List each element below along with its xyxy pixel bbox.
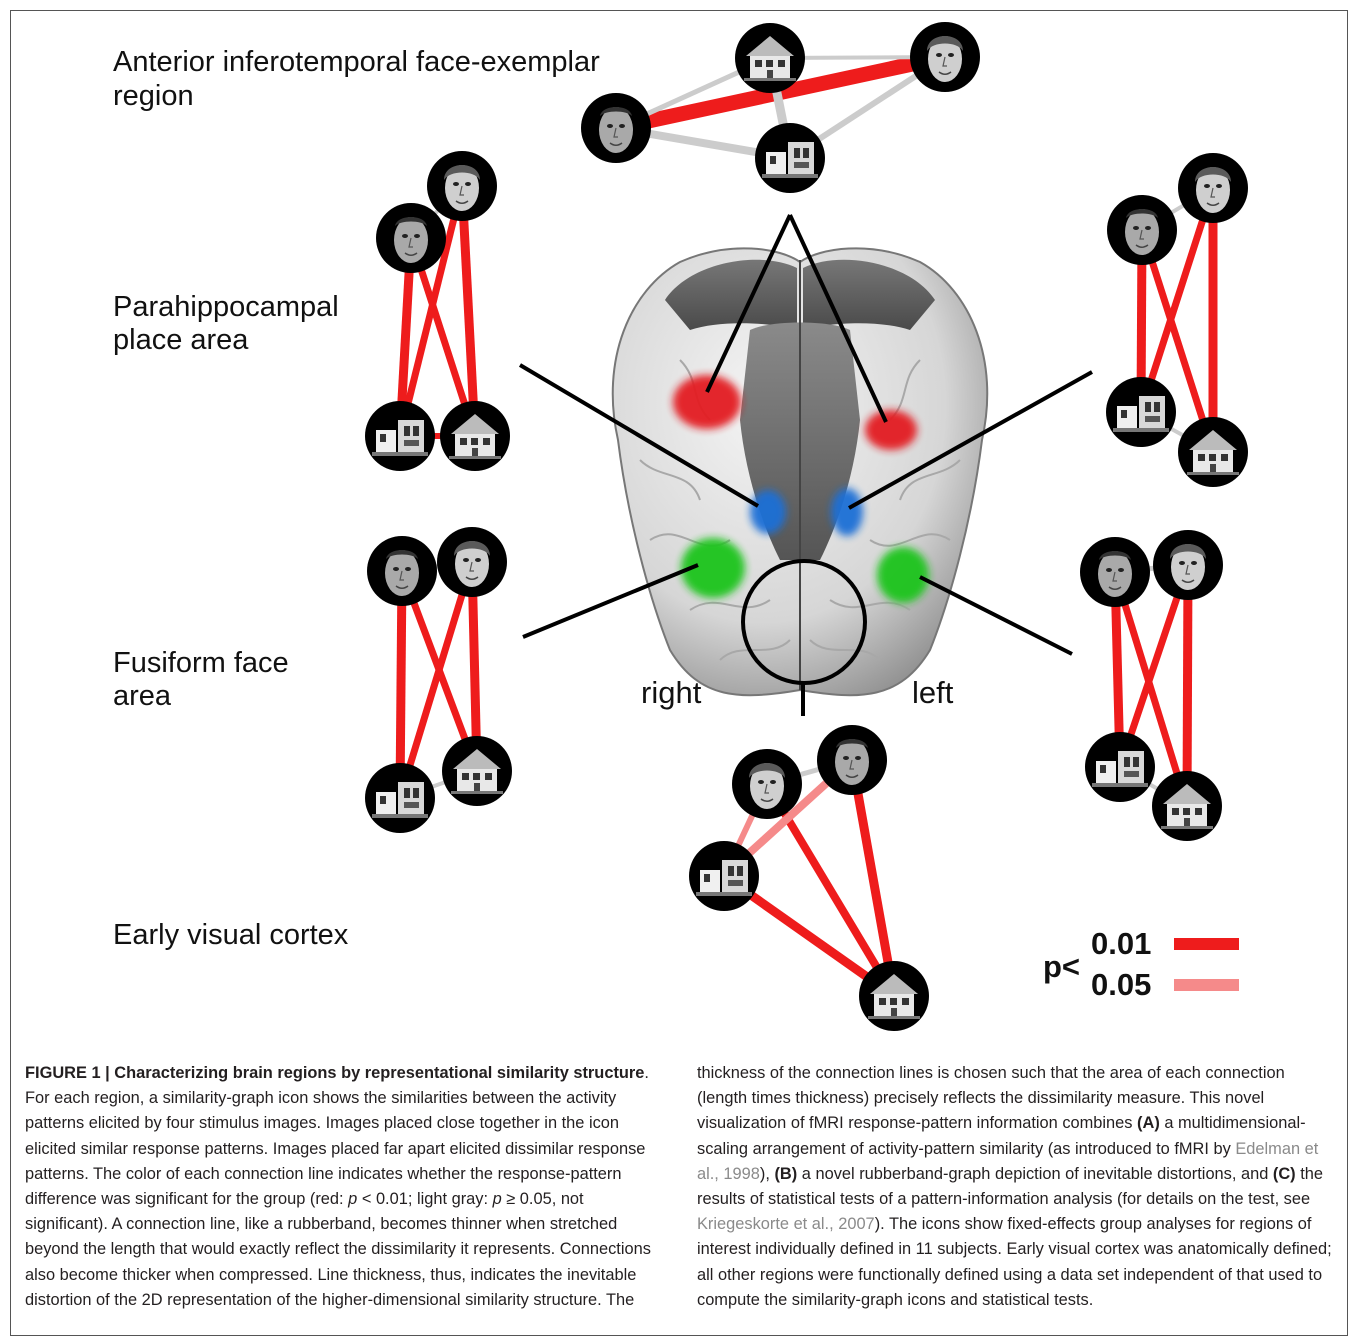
ffa-right-edge-significant	[395, 570, 407, 799]
roi-ppa-left	[831, 488, 863, 536]
ffa-right-edge-significant	[396, 560, 476, 800]
hemisphere-label-right: right	[641, 675, 702, 710]
male-face-icon	[376, 203, 446, 273]
legend-prefix: p<	[1043, 949, 1081, 984]
legend-bar-001	[1174, 938, 1239, 950]
evc-circle-marker	[741, 559, 867, 685]
legend-bar-005	[1174, 979, 1239, 991]
ffa-left-similarity-graph	[1110, 562, 1193, 808]
roi-ait-left	[865, 410, 917, 450]
male-face-icon	[817, 725, 887, 795]
roi-ppa-right	[750, 490, 786, 534]
ppa-label-line1: Parahippocampal	[113, 291, 339, 323]
caption-right-column: thickness of the connection lines is cho…	[697, 1064, 1332, 1309]
modern-building-icon	[365, 401, 435, 471]
male-face-icon	[1107, 195, 1177, 265]
female-face-icon	[910, 22, 980, 92]
female-face-icon	[427, 151, 497, 221]
ppa-right-edge-significant	[396, 185, 466, 437]
modern-building-icon	[689, 841, 759, 911]
house-icon	[440, 401, 510, 471]
female-face-icon	[1178, 153, 1248, 223]
ait-label-line2: region	[113, 80, 194, 112]
caption-left-column: FIGURE 1 | Characterizing brain regions …	[25, 1064, 651, 1309]
evc-label: Early visual cortex	[113, 919, 349, 951]
roi-ffa-left	[877, 547, 929, 603]
male-face-icon	[367, 536, 437, 606]
legend-level-005: 0.05	[1091, 967, 1152, 1002]
pointer-lines	[518, 214, 1093, 716]
ffa-label-line2: area	[113, 680, 172, 712]
house-icon	[1178, 417, 1248, 487]
roi-ait-right	[673, 375, 741, 429]
house-icon	[1152, 771, 1222, 841]
female-face-icon	[437, 527, 507, 597]
female-face-icon	[1153, 530, 1223, 600]
house-icon	[859, 961, 929, 1031]
figure-frame	[10, 10, 1348, 1336]
ffa-left-edge-significant	[1116, 563, 1192, 769]
modern-building-icon	[365, 763, 435, 833]
modern-building-icon	[1085, 732, 1155, 802]
figure-graphic	[365, 22, 1248, 1031]
ppa-left-edge-significant	[1137, 186, 1217, 414]
ppa-right-edge-significant	[457, 185, 480, 437]
ffa-label-line1: Fusiform face	[113, 647, 289, 679]
citation-kriegeskorte[interactable]: Kriegeskorte et al., 2007	[697, 1215, 875, 1234]
ppa-label-line2: place area	[113, 324, 249, 356]
ffa-left-edge-significant	[1111, 570, 1191, 808]
citation-edelman[interactable]: Edelman et al., 1998	[697, 1139, 1319, 1183]
ait-label-line1: Anterior inferotemporal face-exemplar	[113, 46, 600, 78]
evc-edge-significant	[847, 759, 899, 997]
caption-left-text: . For each region, a similarity-graph ic…	[25, 1064, 649, 1209]
male-face-icon	[581, 93, 651, 163]
brain-ventral-view	[611, 247, 989, 697]
roi-ffa-right	[681, 538, 745, 598]
modern-building-icon	[755, 123, 825, 193]
male-face-icon	[1080, 537, 1150, 607]
female-face-icon	[732, 749, 802, 819]
house-icon	[442, 736, 512, 806]
caption-title: FIGURE 1 | Characterizing brain regions …	[25, 1064, 645, 1082]
legend-level-001: 0.01	[1091, 926, 1152, 961]
hemisphere-label-left: left	[912, 675, 954, 710]
modern-building-icon	[1106, 377, 1176, 447]
ffa-left-edge-significant	[1182, 564, 1193, 807]
house-icon	[735, 23, 805, 93]
ppa-left-edge-significant	[1138, 228, 1217, 454]
